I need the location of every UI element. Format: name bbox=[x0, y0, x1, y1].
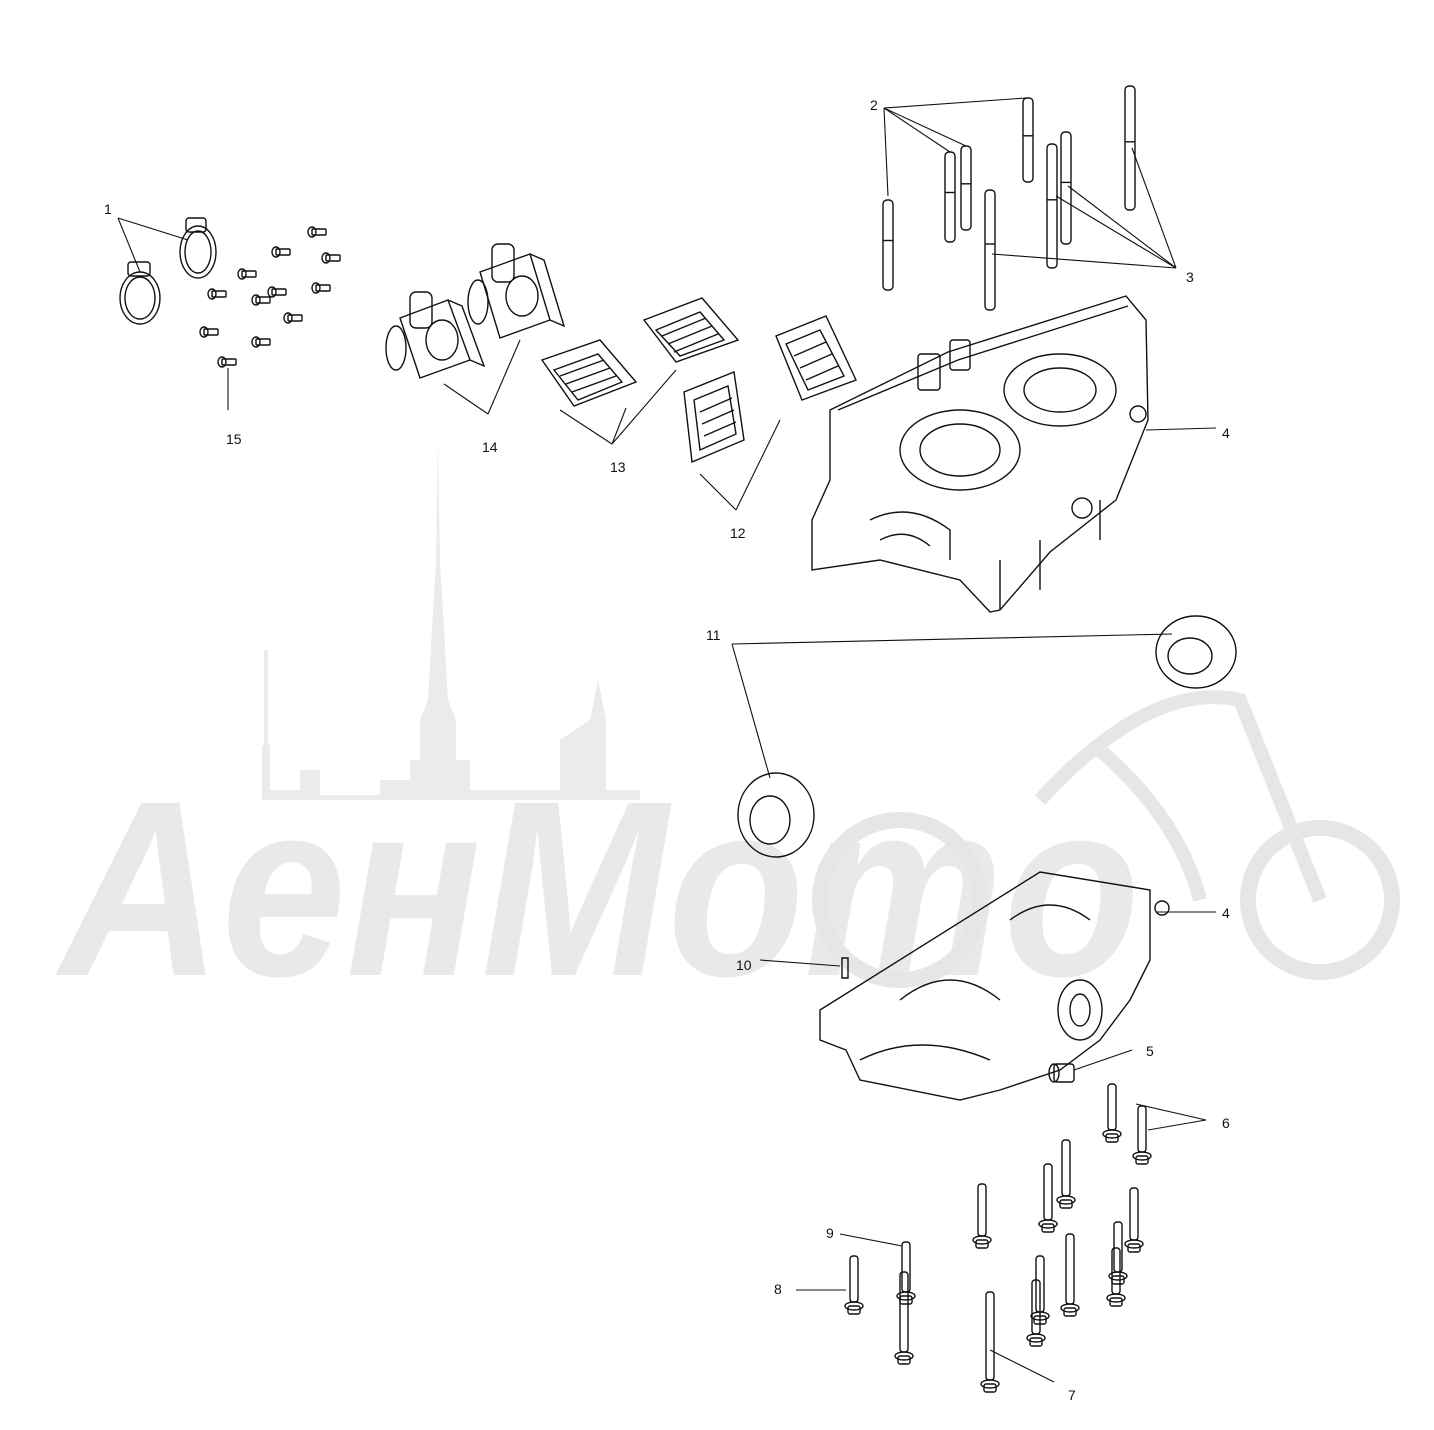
callout-7: 7 bbox=[1068, 1387, 1076, 1403]
bolt bbox=[1027, 1280, 1045, 1346]
screw bbox=[252, 295, 270, 305]
screw bbox=[200, 327, 218, 337]
bolt bbox=[1107, 1248, 1125, 1306]
intake-adapters bbox=[386, 244, 564, 378]
callout-11: 11 bbox=[706, 627, 721, 643]
reed-valves bbox=[542, 298, 738, 406]
screw bbox=[268, 287, 286, 297]
stud bbox=[1047, 144, 1057, 268]
callout-6: 6 bbox=[1222, 1115, 1230, 1131]
callout-12: 12 bbox=[730, 525, 746, 541]
callout-13: 13 bbox=[610, 459, 626, 475]
callout-14: 14 bbox=[482, 439, 498, 455]
screw bbox=[218, 357, 236, 367]
callout-2: 2 bbox=[870, 97, 878, 113]
stud bbox=[961, 146, 971, 230]
studs-and-dowels bbox=[883, 86, 1135, 310]
bolt bbox=[981, 1292, 999, 1392]
watermark-wheel-front bbox=[1240, 820, 1400, 980]
bolt bbox=[1133, 1106, 1151, 1164]
screw bbox=[312, 283, 330, 293]
callout-3: 3 bbox=[1186, 269, 1194, 285]
screw bbox=[208, 289, 226, 299]
upper-crankcase bbox=[812, 296, 1148, 612]
bolt bbox=[1061, 1234, 1079, 1316]
callout-8: 8 bbox=[774, 1281, 782, 1297]
stud bbox=[1023, 98, 1033, 182]
bolt bbox=[895, 1272, 913, 1364]
bolt bbox=[845, 1256, 863, 1314]
screw bbox=[272, 247, 290, 257]
stud bbox=[945, 152, 955, 242]
bolt bbox=[973, 1184, 991, 1248]
callout-1: 1 bbox=[104, 201, 112, 217]
callout-10: 10 bbox=[736, 957, 752, 973]
screw bbox=[308, 227, 326, 237]
stud bbox=[1125, 86, 1135, 210]
bolt bbox=[1039, 1164, 1057, 1232]
reed-cages bbox=[684, 316, 856, 462]
screw bbox=[238, 269, 256, 279]
reed-cage-2 bbox=[776, 316, 856, 400]
screw bbox=[252, 337, 270, 347]
intake-adapter-2 bbox=[480, 254, 550, 338]
reed-valve-2 bbox=[644, 298, 738, 362]
watermark-text: AeнMoтo bbox=[55, 749, 1140, 1028]
watermark-frame bbox=[1034, 690, 1327, 903]
hose-clamp-1 bbox=[120, 272, 160, 324]
lower-crankcase bbox=[820, 872, 1169, 1100]
callout-5: 5 bbox=[1146, 1043, 1154, 1059]
callout-4-upper: 4 bbox=[1222, 425, 1230, 441]
watermark-flag bbox=[264, 650, 268, 750]
screw bbox=[322, 253, 340, 263]
screw bbox=[284, 313, 302, 323]
callout-labels: 1 2 3 4 4 5 6 7 8 9 10 11 12 13 14 15 bbox=[104, 97, 1230, 1403]
watermark-wheel-rear bbox=[812, 812, 988, 988]
bolt bbox=[1125, 1188, 1143, 1252]
callout-15: 15 bbox=[226, 431, 242, 447]
crankcase-bolts bbox=[845, 1084, 1151, 1392]
watermark-skyline bbox=[240, 440, 640, 800]
stud bbox=[1061, 132, 1071, 244]
leader-lines bbox=[118, 98, 1216, 1382]
crank-seal-1 bbox=[1156, 616, 1236, 688]
callout-4-lower: 4 bbox=[1222, 905, 1230, 921]
drain-plug bbox=[1049, 1064, 1074, 1082]
stud bbox=[985, 190, 995, 310]
stud bbox=[883, 200, 893, 290]
bolt bbox=[1103, 1084, 1121, 1142]
reed-cage-1 bbox=[684, 372, 744, 462]
crank-seals bbox=[738, 616, 1236, 857]
watermark: AeнMoтo bbox=[55, 440, 1400, 1028]
small-screws bbox=[200, 227, 340, 367]
bolt bbox=[1057, 1140, 1075, 1208]
hose-clamp-2 bbox=[180, 226, 216, 278]
crank-seal-2 bbox=[738, 773, 814, 857]
reed-valve-1 bbox=[542, 340, 636, 406]
callout-9: 9 bbox=[826, 1225, 834, 1241]
